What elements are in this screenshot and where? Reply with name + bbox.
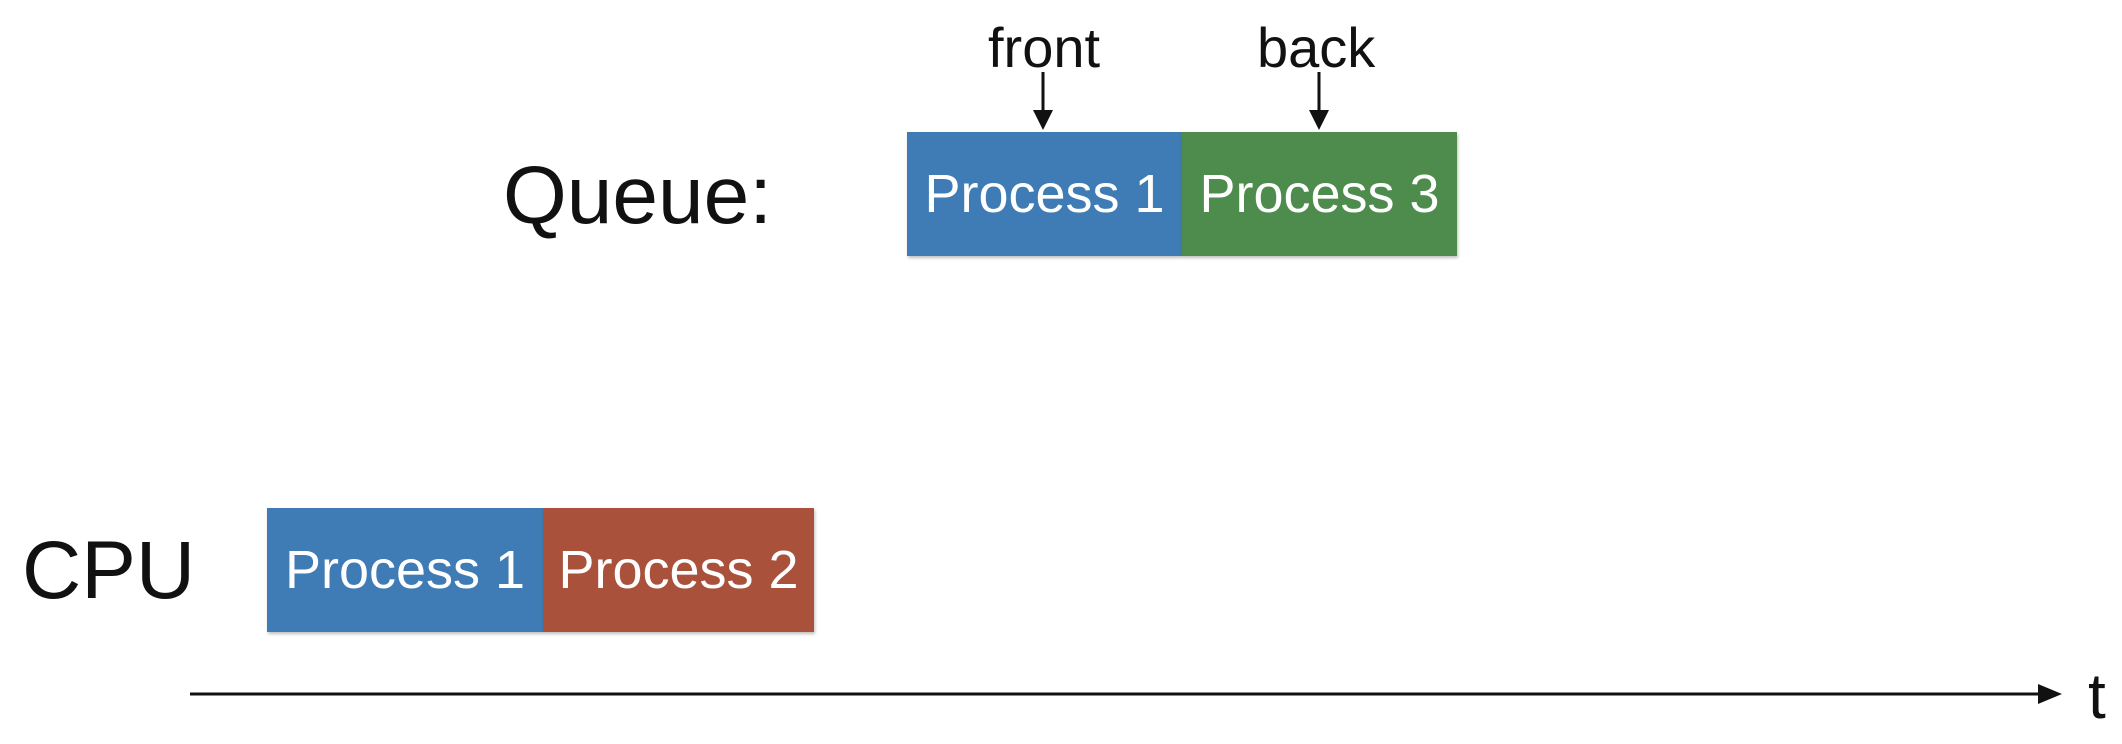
front-arrow-icon (1033, 72, 1053, 130)
cpu-process-2-block: Process 2 (543, 508, 814, 632)
queue-process-3-block: Process 3 (1182, 132, 1457, 256)
queue-label: Queue: (503, 150, 772, 241)
cpu-process-1-block: Process 1 (267, 508, 543, 632)
time-axis (190, 684, 2062, 704)
queue-process-1-block: Process 1 (907, 132, 1182, 256)
back-pointer-label: back (1257, 16, 1376, 79)
front-pointer-label: front (988, 16, 1101, 79)
time-axis-label: t (2088, 660, 2106, 732)
cpu-label: CPU (22, 525, 196, 616)
back-arrow-icon (1309, 72, 1329, 130)
